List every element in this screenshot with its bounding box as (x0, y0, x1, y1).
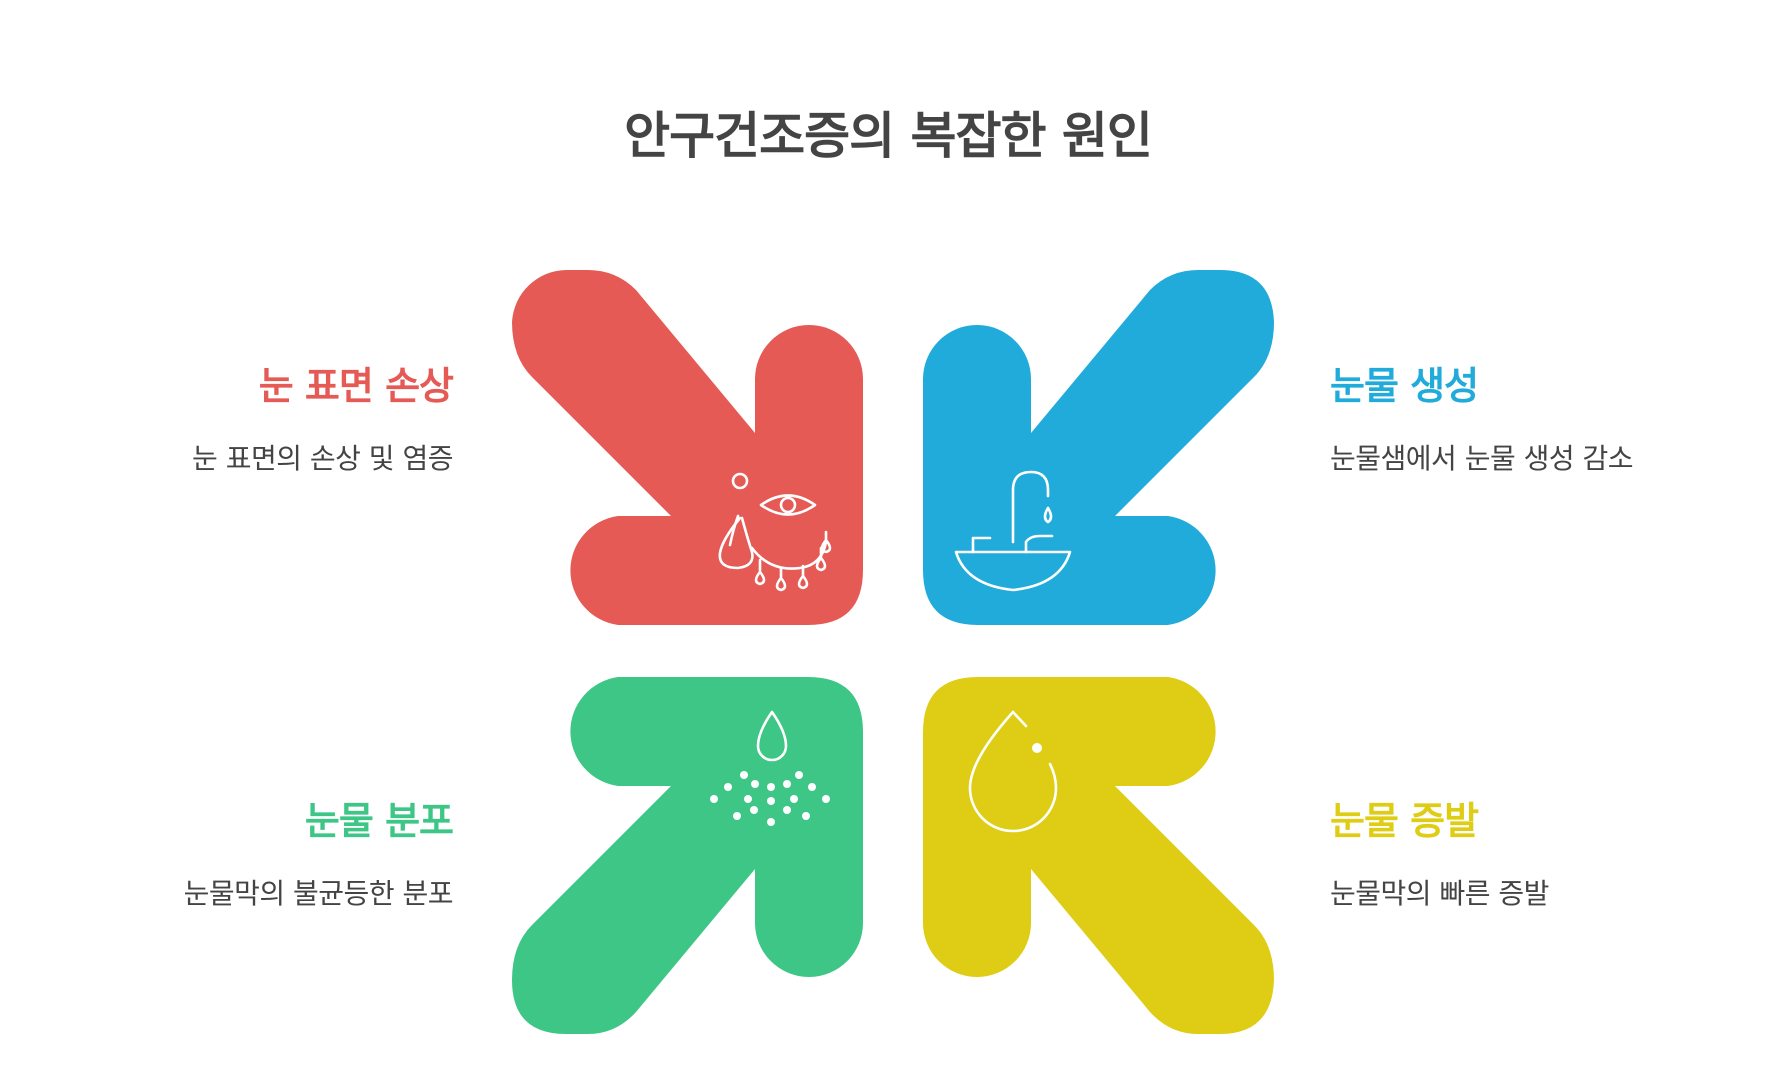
arrow-tear-production (923, 270, 1274, 625)
page-title: 안구건조증의 복잡한 원인 (624, 107, 1153, 165)
cause-description-tear-production: 눈물샘에서 눈물 생성 감소 (1330, 442, 1634, 475)
spray-dots (710, 771, 830, 826)
cause-label-tear-evaporation: 눈물 증발 (1330, 799, 1479, 843)
cause-description-tear-distribution: 눈물막의 불균등한 분포 (183, 877, 454, 910)
arrow-shape-yellow (923, 677, 1274, 1034)
arrow-shape-red (512, 270, 863, 625)
cause-description-eye-surface-damage: 눈 표면의 손상 및 염증 (192, 442, 453, 475)
arrow-eye-surface-damage (512, 270, 863, 625)
drop-dispersion-icon (756, 710, 788, 762)
cause-label-eye-surface-damage: 눈 표면 손상 (258, 364, 454, 408)
arrow-tear-evaporation (923, 677, 1274, 1034)
arrow-tear-distribution (512, 677, 863, 1034)
arrow-shape-blue (923, 270, 1274, 625)
vapor-dot (1032, 743, 1042, 753)
arrow-shape-green (512, 677, 863, 1034)
evaporating-drop-icon (968, 710, 1058, 833)
cause-label-tear-production: 눈물 생성 (1330, 364, 1479, 408)
cause-label-tear-distribution: 눈물 분포 (304, 799, 454, 843)
damaged-eye-tears-icon (718, 472, 832, 592)
faucet-basin-icon (954, 470, 1072, 592)
cause-description-tear-evaporation: 눈물막의 빠른 증발 (1330, 877, 1549, 910)
